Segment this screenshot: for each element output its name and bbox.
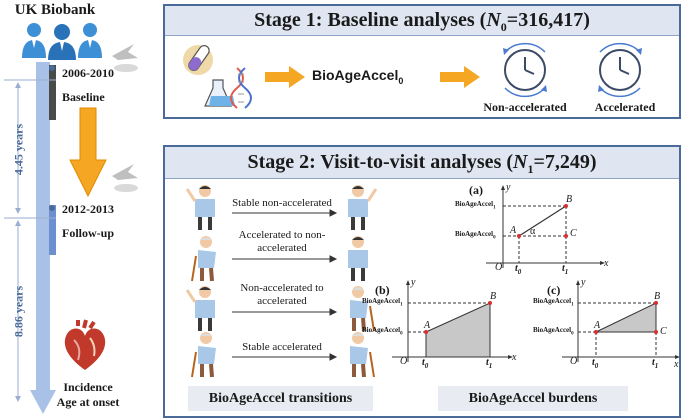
test-tube-icon <box>183 45 213 75</box>
stage1-panel: Stage 1: Baseline analyses (N0=316,417) <box>163 4 681 119</box>
plot-a-angle: α <box>530 226 536 237</box>
plot-a <box>486 185 605 268</box>
footer-transitions: BioAgeAccel transitions <box>188 386 373 411</box>
stage1-title: Stage 1: Baseline analyses (N0=316,417) <box>254 9 590 34</box>
plot-b-y-bottom: BioAgeAccel0 <box>362 326 403 337</box>
plot-a-y-top: BioAgeAccel1 <box>455 200 496 211</box>
transition-acc-to-non: Accelerated to non-accelerated <box>238 229 326 254</box>
transition-stable-non: Stable non-accelerated <box>232 197 332 209</box>
plot-b <box>392 280 513 362</box>
plot-a-point-b: B <box>566 194 573 205</box>
plot-a-x-axis: x <box>604 258 609 269</box>
followup-label: Follow-up <box>62 226 115 240</box>
plot-c-point-b: B <box>654 291 661 302</box>
cohort-title: UK Biobank <box>14 2 96 18</box>
arrow-right-icon <box>265 66 305 88</box>
plot-c-t1: t1 <box>652 357 659 370</box>
plot-c-y-top: BioAgeAccel1 <box>533 297 574 308</box>
plot-c <box>562 280 680 362</box>
stage1-measure: BioAgeAccel0 <box>312 67 404 86</box>
person-young-icon <box>185 185 215 230</box>
clock-icon <box>503 42 547 98</box>
plot-a-point-c: C <box>570 228 577 239</box>
plot-b-t0: t0 <box>422 357 429 370</box>
plot-c-x-axis: x <box>674 359 679 370</box>
plot-b-y-axis: y <box>411 277 416 288</box>
plot-a-y-axis: y <box>506 182 511 193</box>
plot-b-point-a: A <box>424 320 431 331</box>
timeline <box>4 44 138 414</box>
person-elderly-icon <box>350 286 375 332</box>
stage2-panel: Stage 2: Visit-to-visit analyses (N1=7,2… <box>163 145 681 418</box>
transition-non-to-acc: Non-accelerated to accelerated <box>240 282 324 307</box>
plot-c-label: (c) <box>547 283 561 297</box>
outcome-line2: Age at onset <box>56 395 120 409</box>
flask-dna-icon <box>204 67 252 109</box>
person-elderly-icon <box>191 332 216 378</box>
person-young-icon <box>348 236 368 281</box>
plot-c-origin: O <box>570 356 578 367</box>
arrow-right-icon <box>440 66 480 88</box>
person-young-icon <box>185 286 215 331</box>
footer-burdens: BioAgeAccel burdens <box>438 386 628 411</box>
plot-a-t1: t1 <box>562 263 569 276</box>
plot-c-y-axis: y <box>581 277 586 288</box>
plot-a-origin: O <box>495 262 503 273</box>
baseline-label: Baseline <box>62 90 105 104</box>
plot-b-origin: O <box>400 356 408 367</box>
followup-period: 2012-2013 <box>62 202 114 216</box>
plot-b-label: (b) <box>375 283 390 297</box>
transition-stable-acc: Stable accelerated <box>242 341 322 353</box>
clock-icon <box>598 42 642 98</box>
plot-b-point-b: B <box>490 291 497 302</box>
plot-c-y-bottom: BioAgeAccel0 <box>533 326 574 337</box>
person-elderly-icon <box>350 332 375 378</box>
person-young-icon <box>348 185 378 230</box>
plot-a-label: (a) <box>469 183 483 197</box>
stage1-header: Stage 1: Baseline analyses (N0=316,417) <box>165 6 679 36</box>
plot-c-point-c: C <box>660 326 667 337</box>
heart-icon <box>64 319 106 370</box>
stage2-header: Stage 2: Visit-to-visit analyses (N1=7,2… <box>165 147 679 179</box>
plot-c-t0: t0 <box>592 357 599 370</box>
plot-b-t1: t1 <box>486 357 493 370</box>
plot-a-point-a: A <box>510 225 517 236</box>
plot-c-point-a: A <box>594 320 601 331</box>
person-elderly-icon <box>191 236 216 282</box>
people-icon <box>22 23 102 60</box>
stage2-title: Stage 2: Visit-to-visit analyses (N1=7,2… <box>247 151 597 176</box>
plot-a-y-bottom: BioAgeAccel0 <box>455 230 496 241</box>
plot-b-y-top: BioAgeAccel1 <box>362 297 403 308</box>
group-non-accelerated: Non-accelerated <box>483 100 567 114</box>
baseline-period: 2006-2010 <box>62 66 114 80</box>
plot-b-x-axis: x <box>512 352 517 363</box>
plot-a-t0: t0 <box>515 263 522 276</box>
outcome-line1: Incidence <box>63 380 113 394</box>
group-accelerated: Accelerated <box>594 100 656 114</box>
